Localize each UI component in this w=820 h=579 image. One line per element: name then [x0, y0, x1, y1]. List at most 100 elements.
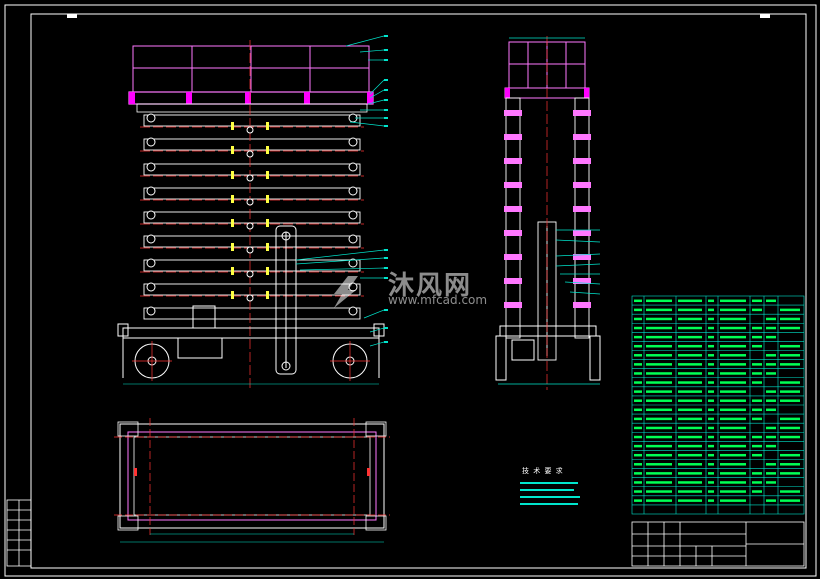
- table-cell-text: [780, 363, 800, 366]
- table-cell-text: [708, 444, 714, 448]
- table-cell-text: [720, 481, 746, 484]
- table-cell-text: [766, 408, 776, 412]
- pivot-pins: [146, 113, 358, 316]
- top-right-mark: [760, 14, 770, 18]
- table-cell-text: [678, 444, 702, 448]
- table-cell-text: [720, 308, 746, 312]
- table-cell-text: [720, 344, 746, 348]
- table-cell-text: [678, 435, 702, 439]
- guardrail: [132, 45, 370, 93]
- table-cell-text: [720, 372, 746, 375]
- table-cell-text: [634, 372, 642, 375]
- inner-border: [30, 13, 807, 569]
- table-cell-text: [678, 381, 702, 384]
- table-cell-text: [634, 453, 642, 457]
- table-cell-text: [780, 354, 800, 357]
- table-cell-text: [678, 399, 702, 402]
- platform-deck: [128, 91, 374, 113]
- table-cell-text: [646, 399, 672, 402]
- table-cell-text: [766, 472, 776, 475]
- table-cell-text: [780, 499, 800, 502]
- table-cell-text: [678, 417, 702, 421]
- table-cell-text: [752, 372, 762, 375]
- table-cell-text: [646, 299, 672, 303]
- table-cell-text: [646, 499, 672, 502]
- table-cell-text: [678, 308, 702, 312]
- table-cell-text: [708, 372, 714, 375]
- table-cell-text: [708, 363, 714, 366]
- table-cell-text: [708, 453, 714, 457]
- table-cell-text: [678, 363, 702, 366]
- notes-title: 技 术 要 求: [522, 467, 564, 475]
- table-cell-text: [766, 372, 776, 375]
- table-cell-text: [720, 335, 746, 339]
- table-cell-text: [720, 399, 746, 402]
- table-cell-text: [708, 490, 714, 493]
- table-cell-text: [708, 299, 714, 303]
- table-cell-text: [766, 481, 776, 484]
- table-cell-text: [766, 299, 776, 303]
- table-cell-text: [780, 453, 800, 457]
- title-block: [631, 521, 805, 567]
- table-cell-text: [708, 308, 714, 312]
- watermark-url: www.mfcad.com: [388, 293, 488, 307]
- front-balloons: [384, 35, 388, 343]
- table-cell-text: [766, 326, 776, 330]
- table-cell-text: [678, 408, 702, 412]
- side-view: [495, 36, 601, 390]
- table-cell-text: [634, 444, 642, 448]
- table-cell-text: [646, 435, 672, 439]
- table-cell-text: [634, 317, 642, 321]
- chassis: [117, 305, 385, 378]
- table-cell-text: [646, 472, 672, 475]
- table-cell-text: [766, 499, 776, 502]
- table-cell-text: [634, 499, 642, 502]
- table-cell-text: [720, 417, 746, 421]
- table-cell-text: [766, 444, 776, 448]
- table-cell-text: [646, 426, 672, 430]
- table-cell-text: [678, 299, 702, 303]
- table-cell-text: [678, 490, 702, 493]
- table-cell-text: [720, 317, 746, 321]
- table-cell-text: [780, 399, 800, 402]
- table-cell-text: [766, 354, 776, 357]
- table-cell-text: [752, 335, 762, 339]
- table-cell-text: [780, 317, 800, 321]
- table-cell-text: [678, 481, 702, 484]
- table-cell-text: [766, 335, 776, 339]
- table-cell-text: [634, 344, 642, 348]
- table-cell-text: [708, 426, 714, 430]
- table-cell-text: [634, 390, 642, 393]
- table-cell-text: [720, 299, 746, 303]
- table-cell-text: [766, 426, 776, 430]
- table-cell-text: [752, 453, 762, 457]
- table-cell-text: [752, 472, 762, 475]
- table-cell-text: [780, 463, 800, 466]
- table-cell-text: [780, 308, 800, 312]
- watermark-logo: [334, 276, 358, 308]
- table-cell-text: [780, 381, 800, 384]
- table-cell-text: [766, 317, 776, 321]
- table-cell-text: [634, 417, 642, 421]
- table-cell-text: [708, 354, 714, 357]
- table-cell-text: [752, 344, 762, 348]
- table-cell-text: [720, 390, 746, 393]
- table-cell-text: [646, 344, 672, 348]
- table-cell-text: [646, 463, 672, 466]
- technical-notes: [520, 482, 580, 505]
- table-cell-text: [646, 335, 672, 339]
- table-cell-text: [752, 363, 762, 366]
- table-cell-text: [752, 481, 762, 484]
- table-cell-text: [720, 499, 746, 502]
- scissor-arms: [143, 114, 361, 320]
- table-cell-text: [678, 317, 702, 321]
- table-cell-text: [708, 390, 714, 393]
- table-cell-text: [752, 326, 762, 330]
- side-joints: [504, 110, 591, 308]
- table-cell-text: [678, 499, 702, 502]
- table-cell-text: [646, 390, 672, 393]
- table-cell-text: [708, 481, 714, 484]
- table-cell-text: [678, 426, 702, 430]
- table-cell-text: [780, 344, 800, 348]
- table-cell-text: [646, 453, 672, 457]
